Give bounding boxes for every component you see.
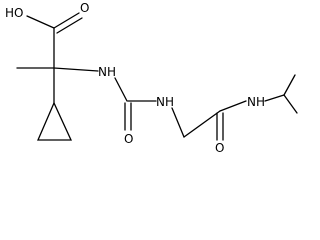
- urea-nh-label: NH: [156, 95, 174, 109]
- molecule-diagram: HO O NH NH O O NH: [5, 1, 298, 155]
- bond-carbonyl-acid-2: [56, 17, 83, 34]
- bond-quaternary-to-nh: [53, 67, 99, 72]
- bond-carbonyl-acid-1: [53, 12, 80, 29]
- amide-nh-label: NH: [247, 95, 265, 109]
- bond-isopropyl-methyl-up: [283, 74, 296, 96]
- hydroxyl-label: HO: [5, 6, 23, 20]
- bond-nh-to-methylene: [171, 107, 185, 138]
- bond-hydroxyl: [26, 15, 55, 29]
- bond-amide-carbon-to-nh: [219, 100, 247, 112]
- cyclopropyl-ring: [37, 101, 73, 141]
- bond-isopropyl-methyl-down: [283, 94, 298, 114]
- amide-oxygen-label: O: [215, 141, 224, 155]
- bond-nh-to-urea-carbon: [114, 77, 128, 102]
- bond-nh-to-isopropyl: [264, 94, 285, 102]
- carboxyl-oxygen-label: O: [80, 1, 89, 15]
- bond-methylene-to-amide-carbon: [183, 110, 221, 138]
- amine-nh-label: NH: [98, 65, 116, 79]
- structure-canvas: HO O NH NH O O NH: [5, 1, 298, 155]
- urea-oxygen-label: O: [124, 132, 133, 146]
